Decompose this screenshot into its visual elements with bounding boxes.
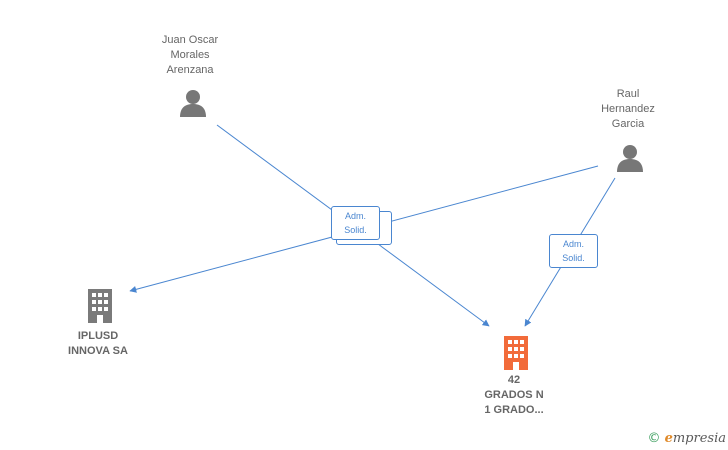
brand-logo-initial: e: [664, 431, 673, 446]
edge-label-adm-solid[interactable]: Adm. Solid.: [331, 206, 380, 240]
person-icon[interactable]: [178, 88, 208, 123]
edge-label-adm-solid[interactable]: Adm. Solid.: [549, 234, 598, 268]
person-raul-label[interactable]: Raul Hernandez Garcia: [601, 88, 655, 130]
brand-logo-text: mpresia: [672, 431, 726, 446]
empresia-watermark: © empresia: [647, 431, 726, 446]
company-42-label[interactable]: 42 GRADOS N 1 GRADO...: [484, 374, 544, 416]
copyright-icon: ©: [647, 431, 661, 446]
person-icon[interactable]: [615, 143, 645, 178]
person-juan-label[interactable]: Juan Oscar Morales Arenzana: [161, 34, 219, 76]
company-iplusd-label[interactable]: IPLUSD INNOVA SA: [68, 330, 128, 357]
building-icon[interactable]: [502, 336, 530, 375]
building-icon[interactable]: [86, 289, 114, 328]
